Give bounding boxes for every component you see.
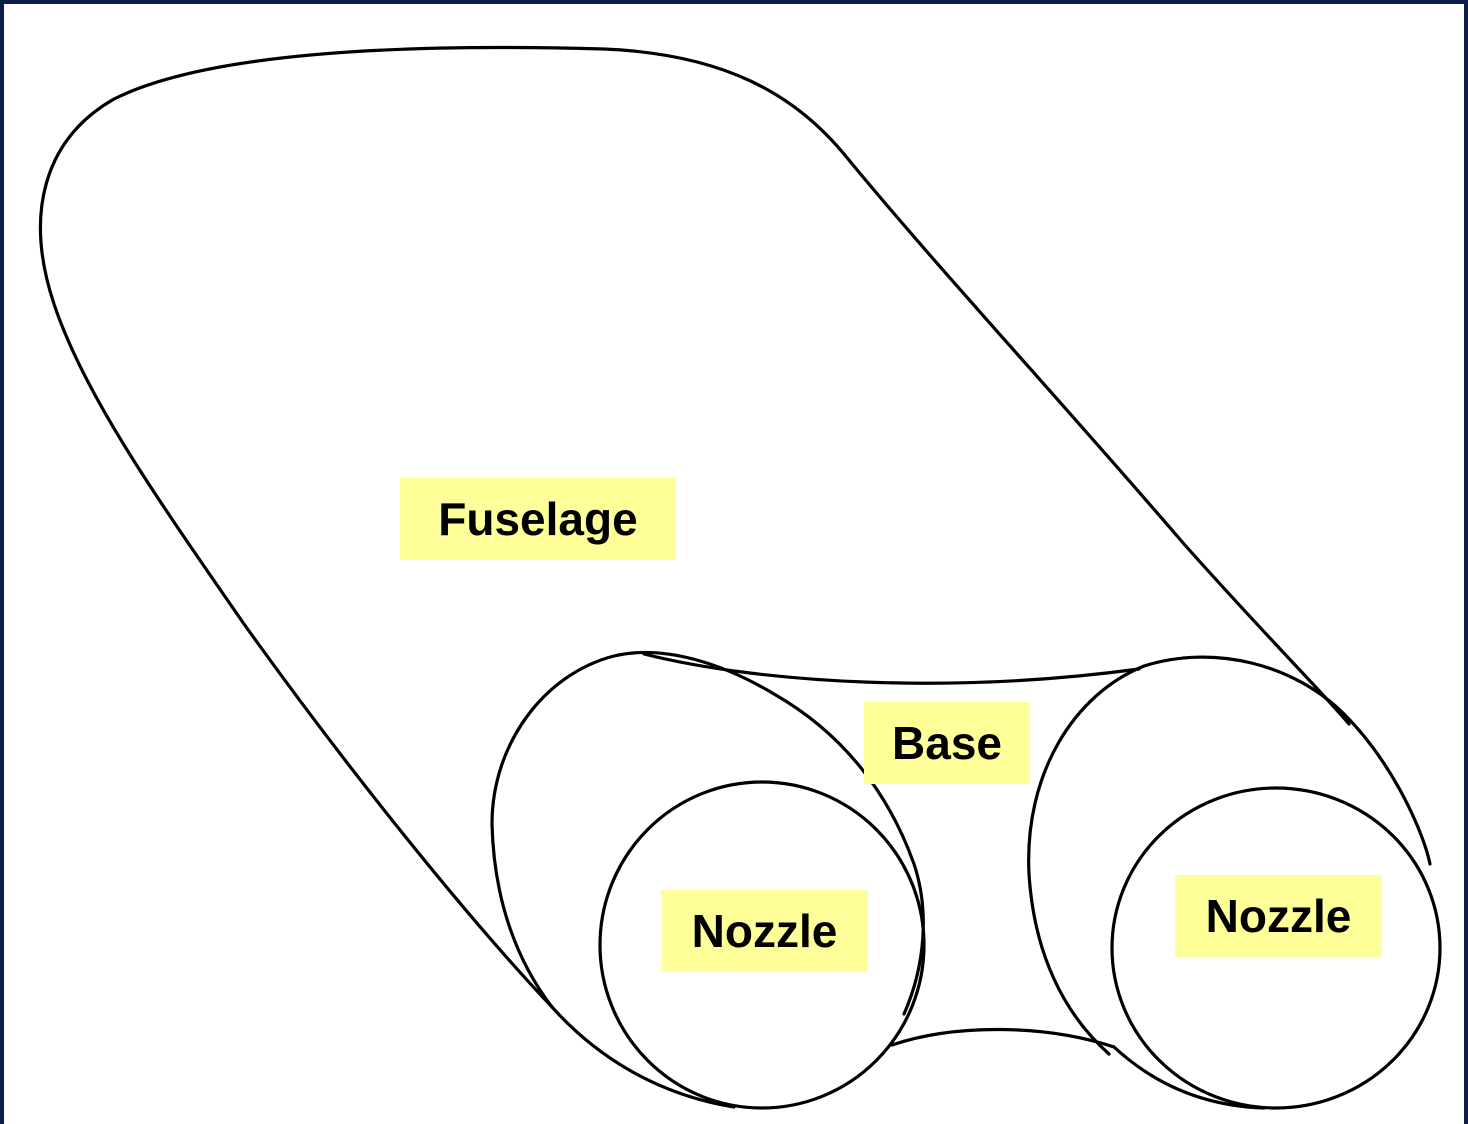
right-nozzle-label: Nozzle [1175, 875, 1382, 957]
right-lower-arc [1112, 1045, 1266, 1110]
base-lower-contour [890, 1027, 1116, 1049]
base-upper-contour [642, 652, 1141, 685]
afterbody-outline-drawing [38, 45, 1442, 1110]
fuselage-outline [38, 45, 1351, 1009]
left-nacelle-outline [490, 650, 925, 1016]
base-label: Base [864, 702, 1030, 784]
right-nozzle-circle [1110, 786, 1442, 1110]
right-nacelle-outline [1027, 655, 1432, 1056]
fuselage-label: Fuselage [400, 478, 676, 560]
left-nozzle-label: Nozzle [661, 890, 868, 972]
left-lower-arc [550, 1005, 736, 1109]
left-nozzle-circle [598, 780, 926, 1110]
